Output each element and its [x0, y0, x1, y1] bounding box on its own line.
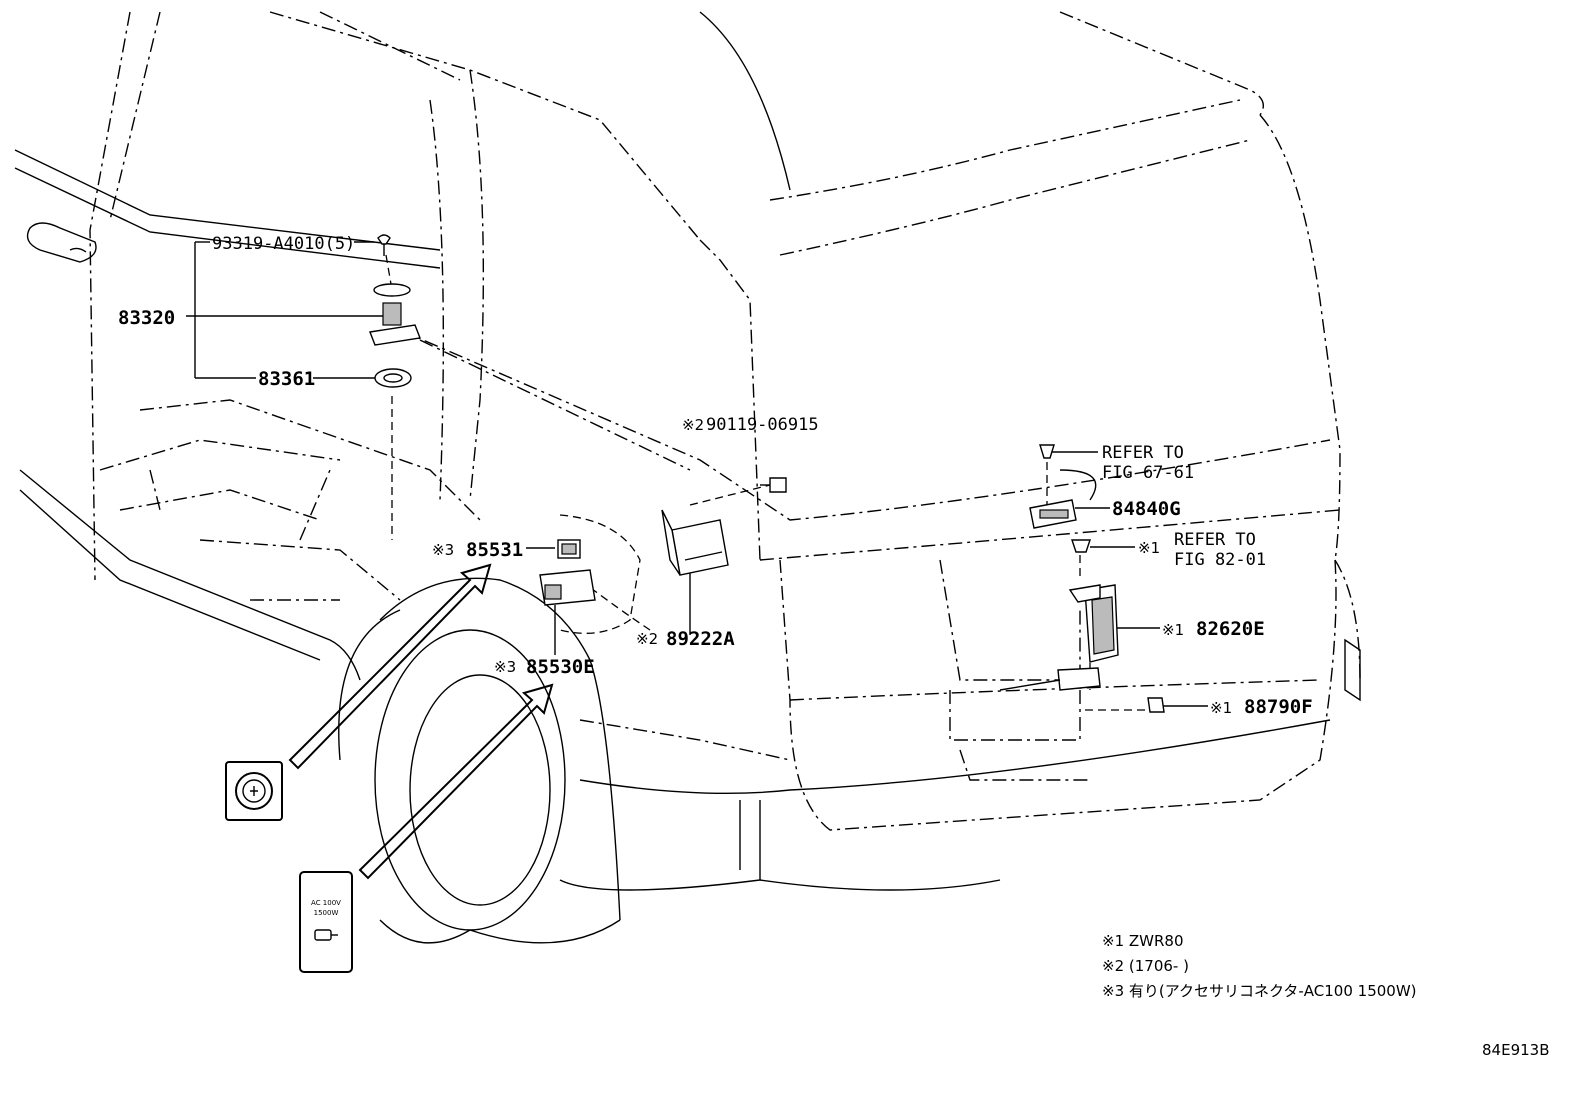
part-bulb-83361[interactable] — [374, 368, 412, 388]
label-83361: 83361 — [258, 368, 315, 390]
mark-85531: ※3 — [432, 541, 454, 559]
part-clip-84840[interactable] — [1039, 444, 1055, 459]
footnote-1: ※1 ZWR80 — [1102, 932, 1184, 950]
part-bracket-lower — [999, 667, 1101, 691]
label-refer-67-61-line2: FIG 67-61 — [1102, 463, 1194, 483]
part-clip-refer-82-01[interactable] — [1071, 539, 1091, 553]
label-84840g: 84840G — [1112, 498, 1181, 520]
part-ecu-82620e[interactable] — [1068, 584, 1119, 663]
inset-ac-outlet-panel: AC 100V 1500W — [299, 871, 353, 973]
label-refer-82-01-line2: FIG 82-01 — [1174, 550, 1266, 570]
part-inverter-89222a[interactable] — [661, 509, 729, 576]
label-85530e: 85530E — [526, 656, 595, 678]
label-90119: 90119-06915 — [706, 415, 819, 435]
footnote-3: ※3 有り(アクセサリコネクタ-AC100 1500W) — [1102, 982, 1417, 1000]
part-cover-85531[interactable] — [557, 539, 581, 559]
mark-82620e: ※1 — [1162, 621, 1184, 639]
part-screw-93319[interactable] — [377, 234, 391, 256]
label-88790f: 88790F — [1244, 696, 1313, 718]
label-93319: 93319-A4010(5) — [212, 234, 355, 254]
part-switch-88790f[interactable] — [1147, 697, 1165, 713]
mark-85530e: ※3 — [494, 658, 516, 676]
part-lamp-83320[interactable] — [369, 283, 421, 346]
mark-clip-refer: ※1 — [1138, 539, 1160, 557]
callout-arrow-outlet — [358, 683, 554, 880]
diagram-code: 84E913B — [1482, 1041, 1550, 1059]
label-refer-82-01-line1: REFER TO — [1174, 530, 1256, 550]
mark-88790f: ※1 — [1210, 699, 1232, 717]
label-89222a: 89222A — [666, 628, 735, 650]
label-refer-67-61-line1: REFER TO — [1102, 443, 1184, 463]
label-82620e: 82620E — [1196, 618, 1265, 640]
callout-arrow-cover — [288, 563, 492, 770]
leader-lines — [186, 241, 1208, 711]
label-85531: 85531 — [466, 539, 523, 561]
inset-outlet-line1: AC 100V — [311, 899, 341, 907]
vehicle-body-outline — [14, 11, 1361, 944]
part-bolt-90119[interactable] — [760, 477, 787, 493]
label-83320: 83320 — [118, 307, 175, 329]
part-labels: 93319-A4010(5) 83320 83361 ※2 90119-0691… — [118, 234, 1313, 718]
part-handle-84840g[interactable] — [1029, 499, 1077, 529]
mark-89222a: ※2 — [636, 630, 658, 648]
inset-outlet-line2: 1500W — [314, 909, 339, 917]
mark-90119: ※2 — [682, 416, 704, 434]
footnotes: ※1 ZWR80 ※2 (1706- ) ※3 有り(アクセサリコネクタ-AC1… — [1102, 932, 1417, 1000]
inset-cover-cap — [225, 761, 283, 821]
footnote-2: ※2 (1706- ) — [1102, 957, 1189, 975]
part-outlet-85530e[interactable] — [539, 569, 596, 606]
